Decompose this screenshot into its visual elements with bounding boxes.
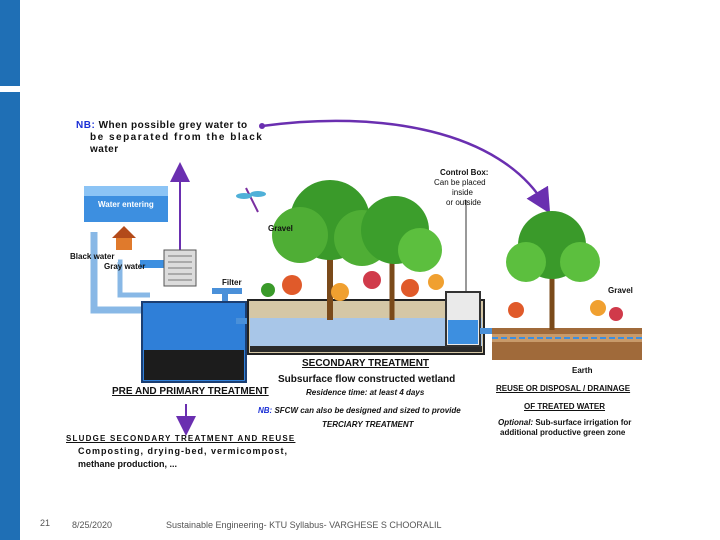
water-entering-label: Water entering [98,200,154,209]
house-icon [112,226,136,238]
black-water-pipe [90,232,150,314]
control-box-line1: Can be placed [434,178,486,187]
nb-top-line1: NB: When possible grey water to [76,120,248,131]
black-water-label: Black water [70,252,115,261]
secondary-subtitle: Subsurface flow constructed wetland [278,374,456,385]
slide-date: 8/25/2020 [72,520,113,530]
primary-title: PRE AND PRIMARY TREATMENT [112,386,269,397]
nb-top-prefix: NB: [76,120,96,131]
nb-top-line2: be separated from the black [90,132,264,143]
nb-sfcw-text: SFCW can also be designed and sized to p… [274,406,461,415]
gravel-left-label: Gravel [268,224,293,233]
nb-sfcw-line1: NB: SFCW can also be designed and sized … [258,406,461,415]
control-box-line3: or outside [446,198,482,207]
filter-label: Filter [222,278,242,287]
control-box-title: Control Box: [440,168,489,177]
nb-sfcw-prefix: NB: [258,406,273,415]
reuse-optional-line2: additional productive green zone [500,428,626,437]
reuse-optional-line1: Optional: Sub-surface irrigation for [498,418,631,427]
gray-water-pipe [117,259,150,298]
reuse-flow-arrow [261,119,551,214]
reuse-optional-prefix: Optional: [498,418,534,427]
slide-accent-bar-top [0,0,20,86]
nb-top-line3: water [90,144,119,155]
nb-sfcw-line2: TERCIARY TREATMENT [322,420,414,429]
slide-accent-bar-bottom [0,92,20,540]
nb-top-text1: When possible grey water to [98,120,248,131]
reuse-line2: OF TREATED WATER [524,402,606,411]
gravel-right-label: Gravel [608,286,633,295]
sludge-title: SLUDGE SECONDARY TREATMENT AND REUSE [66,434,296,443]
reuse-line1: REUSE OR DISPOSAL / DRAINAGE [496,384,631,393]
slide-credit: Sustainable Engineering- KTU Syllabus- V… [166,520,442,530]
earth-label: Earth [572,366,593,375]
sludge-line1: Composting, drying-bed, vermicompost, [78,446,289,456]
page-number: 21 [40,518,51,528]
gray-water-label: Gray water [104,262,146,271]
reuse-optional-text: Sub-surface irrigation for [535,418,632,427]
wetland-trees [261,180,444,320]
secondary-title: SECONDARY TREATMENT [302,358,430,369]
secondary-residence: Residence time: at least 4 days [306,388,425,397]
dragonfly-icon [236,187,266,213]
earth-layer [492,328,642,360]
sludge-line2: methane production, ... [78,459,178,469]
reuse-tree [506,211,623,330]
control-box-line2: inside [452,188,473,197]
